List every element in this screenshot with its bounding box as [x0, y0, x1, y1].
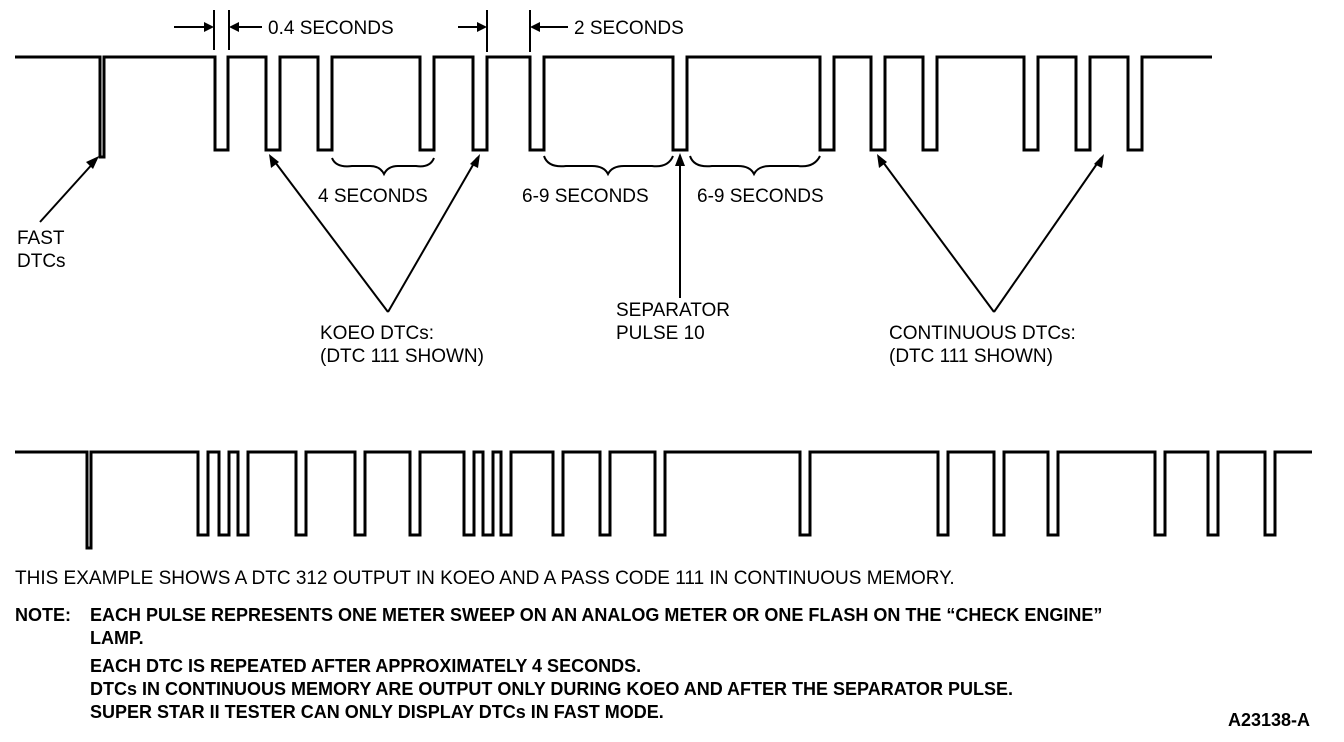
note-line-1b: LAMP.: [90, 628, 144, 648]
brace-6-9-right: [689, 155, 821, 177]
label-6-9-seconds-left: 6-9 SECONDS: [522, 186, 649, 207]
note-line-4: SUPER STAR II TESTER CAN ONLY DISPLAY DT…: [90, 702, 664, 722]
label-continuous-shown: (DTC 111 SHOWN): [889, 346, 1053, 367]
label-0.4-seconds: 0.4 SECONDS: [268, 18, 394, 39]
dimension-2-seconds: 2 SECONDS: [458, 10, 684, 52]
separator-pulse-pointer: [675, 153, 685, 298]
label-koeo-shown: (DTC 111 SHOWN): [320, 346, 484, 367]
dimension-0.4-seconds: 0.4 SECONDS: [174, 10, 394, 50]
label-koeo-dtcs: KOEO DTCs:: [320, 323, 434, 344]
label-fast: FAST: [17, 228, 65, 249]
bottom-waveform: [15, 450, 1312, 550]
brace-4-seconds: [331, 157, 435, 177]
note-line-3: DTCs IN CONTINUOUS MEMORY ARE OUTPUT ONL…: [90, 679, 1014, 699]
note-line-1: EACH PULSE REPRESENTS ONE METER SWEEP ON…: [90, 605, 1103, 625]
top-waveform: [15, 55, 1212, 159]
label-separator: SEPARATOR: [616, 300, 730, 321]
label-4-seconds: 4 SECONDS: [318, 186, 428, 207]
note-label: NOTE:: [15, 605, 71, 625]
figure-id: A23138-A: [1228, 710, 1311, 730]
label-6-9-seconds-right: 6-9 SECONDS: [697, 186, 824, 207]
label-pulse-10: PULSE 10: [616, 323, 705, 344]
koeo-dtcs-pointer: [269, 154, 480, 313]
fast-dtcs-pointer: [39, 156, 99, 223]
label-dtcs: DTCs: [17, 251, 66, 272]
label-2-seconds: 2 SECONDS: [574, 18, 684, 39]
label-continuous-dtcs: CONTINUOUS DTCs:: [889, 323, 1076, 344]
caption: THIS EXAMPLE SHOWS A DTC 312 OUTPUT IN K…: [15, 568, 955, 589]
brace-6-9-left: [543, 155, 674, 177]
continuous-dtcs-pointer: [877, 154, 1104, 313]
note-line-2: EACH DTC IS REPEATED AFTER APPROXIMATELY…: [90, 656, 642, 676]
